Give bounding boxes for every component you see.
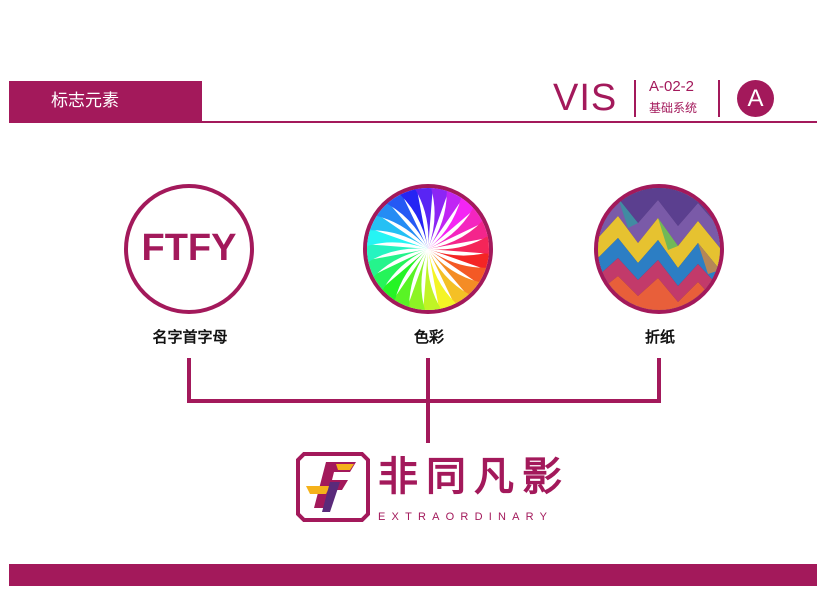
- header-divider: [634, 80, 636, 117]
- section-badge: A: [737, 80, 774, 117]
- element-label-initials: 名字首字母: [152, 328, 228, 346]
- color-wheel-segment: [428, 199, 489, 249]
- system-name: 基础系统: [649, 101, 698, 115]
- color-wheel-segment: [374, 249, 428, 310]
- vis-label: VIS: [553, 77, 618, 119]
- color-wheel-segment: [428, 188, 482, 249]
- color-wheel-segment: [428, 249, 489, 289]
- logo-name-cn: 非同凡影: [378, 454, 570, 500]
- element-label-origami: 折纸: [644, 328, 675, 346]
- color-wheel-segment: [367, 195, 428, 249]
- section-title: 标志元素: [51, 91, 119, 111]
- initials-circle: FTFY: [124, 184, 254, 314]
- color-wheel-segment: [428, 188, 468, 249]
- color-wheel-segment: [428, 249, 489, 303]
- header-divider: [718, 80, 720, 117]
- color-wheel-segment: [428, 235, 489, 254]
- color-wheel-segment: [414, 188, 433, 249]
- footer-bar: [9, 564, 817, 586]
- origami-circle: [594, 184, 724, 314]
- color-wheel-segment: [428, 249, 463, 310]
- color-wheel-segment: [367, 227, 428, 249]
- color-wheel-segment: [428, 249, 478, 310]
- logo-mark: [296, 452, 370, 522]
- color-wheel-segment: [367, 209, 428, 249]
- origami-image: [598, 188, 720, 310]
- color-wheel-segment: [423, 249, 442, 310]
- color-wheel-segment: [367, 249, 428, 284]
- color-wheel-segment: [367, 244, 428, 263]
- color-wheel-circle: [363, 184, 493, 314]
- logo-name-en: EXTRAORDINARY: [378, 511, 554, 523]
- color-wheel-segment: [378, 188, 428, 249]
- color-wheel-segment: [393, 188, 428, 249]
- initials-text: FTFY: [141, 227, 237, 269]
- section-tab: [9, 81, 202, 121]
- element-label-color: 色彩: [413, 328, 444, 346]
- page-code: A-02-2: [649, 78, 695, 95]
- color-wheel-image: [367, 188, 489, 310]
- color-wheel-segment: [388, 249, 428, 310]
- color-wheel-segment: [428, 214, 489, 249]
- header-rule: [9, 121, 817, 123]
- color-wheel-segment: [428, 188, 450, 249]
- color-wheel-segment: [367, 249, 428, 299]
